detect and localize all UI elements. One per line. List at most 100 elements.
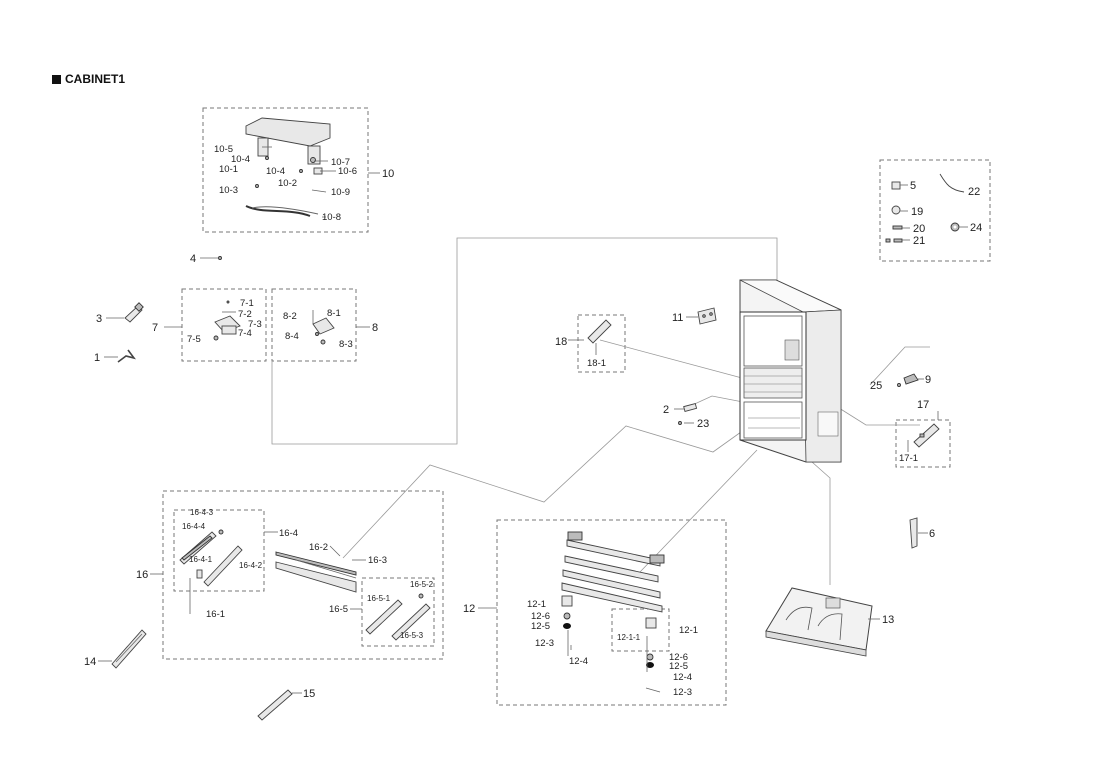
part-group-7-hinge [213, 300, 241, 341]
callout-7: 7 [152, 322, 158, 334]
guide-line-9 [869, 346, 930, 386]
part-14-rail [98, 629, 147, 669]
callout-16-4-4: 16-4-4 [182, 522, 206, 531]
callout-16: 16 [136, 569, 148, 581]
callout-12-1b: 12-1 [679, 625, 698, 636]
part-4-screw [200, 256, 222, 260]
callout-3: 3 [96, 313, 102, 325]
callout-10-9: 10-9 [331, 187, 350, 198]
part-group-12-drawer-rails [561, 531, 665, 693]
guide-line-hinges [271, 237, 778, 445]
part-11-bracket [686, 307, 717, 325]
callout-7-1: 7-1 [240, 298, 254, 309]
callout-8: 8 [372, 322, 378, 334]
group-box-7 [181, 288, 267, 362]
callout-labels: 10 10-5 10-4 10-1 10-4 10-2 10-3 10-7 10… [84, 144, 982, 700]
callout-16-1: 16-1 [206, 609, 225, 620]
callout-16-4-2: 16-4-2 [239, 561, 263, 570]
callout-10-1: 10-1 [219, 164, 238, 175]
callout-15: 15 [303, 688, 315, 700]
callout-16-2: 16-2 [309, 542, 328, 553]
part-13-base [765, 587, 880, 657]
callout-9: 9 [925, 374, 931, 386]
part-25-screw [897, 383, 901, 387]
callout-16-4-3: 16-4-3 [190, 508, 214, 517]
callout-10-8: 10-8 [322, 212, 341, 223]
callout-7-4: 7-4 [238, 328, 252, 339]
guide-line-17 [838, 407, 920, 426]
callout-7-5: 7-5 [187, 334, 201, 345]
callout-1: 1 [94, 352, 100, 364]
callout-6: 6 [929, 528, 935, 540]
callout-16-5-2: 16-5-2 [410, 580, 434, 589]
callout-16-4-1: 16-4-1 [189, 555, 213, 564]
section-title-text: CABINET1 [65, 72, 126, 86]
guide-line-18 [599, 339, 743, 379]
callout-8-4: 8-4 [285, 331, 299, 342]
callout-7-3: 7-3 [248, 319, 262, 330]
leader-lines [150, 146, 939, 610]
group-box-17 [895, 419, 951, 468]
callout-4: 4 [190, 253, 196, 265]
callout-25: 25 [870, 380, 882, 392]
callout-2: 2 [663, 404, 669, 416]
callout-12-1: 12-1 [527, 599, 546, 610]
part-2-sensor [674, 402, 698, 413]
callout-12-1-1: 12-1-1 [617, 633, 641, 642]
group-box-10 [202, 107, 369, 233]
callout-10-6: 10-6 [338, 166, 357, 177]
callout-8-2: 8-2 [283, 311, 297, 322]
callout-12-5: 12-5 [531, 621, 550, 632]
part-15-rail [257, 689, 302, 721]
part-1-bracket [104, 349, 136, 363]
callout-14: 14 [84, 656, 96, 668]
guide-line-12 [639, 449, 758, 573]
callout-20: 20 [913, 223, 925, 235]
callout-21: 21 [913, 235, 925, 247]
callout-12-4: 12-4 [569, 656, 588, 667]
callout-7-2: 7-2 [238, 309, 252, 320]
section-title: CABINET1 [52, 72, 125, 86]
part-6-strip [909, 517, 928, 549]
callout-19: 19 [911, 206, 923, 218]
callout-18-1: 18-1 [587, 358, 606, 369]
callout-22: 22 [968, 186, 980, 198]
callout-16-5: 16-5 [329, 604, 348, 615]
callout-16-5-3: 16-5-3 [400, 631, 424, 640]
callout-24: 24 [970, 222, 982, 234]
callout-10: 10 [382, 168, 394, 180]
callout-12-3b: 12-3 [673, 687, 692, 698]
part-17-cover [907, 423, 940, 452]
part-3-hinge-pin [106, 302, 144, 323]
part-group-16-rails [179, 529, 431, 641]
callout-12: 12 [463, 603, 475, 615]
callout-12-5b: 12-5 [669, 661, 688, 672]
callout-17: 17 [917, 399, 929, 411]
callout-17-1: 17-1 [899, 453, 918, 464]
callout-12-3: 12-3 [535, 638, 554, 649]
callout-23: 23 [697, 418, 709, 430]
callout-13: 13 [882, 614, 894, 626]
part-9-valve [903, 373, 924, 385]
group-box-18 [577, 314, 626, 373]
callout-10-5: 10-5 [214, 144, 233, 155]
callout-10-4b: 10-4 [266, 166, 285, 177]
refrigerator-cabinet [739, 279, 842, 463]
callout-11: 11 [672, 312, 683, 324]
callout-10-3: 10-3 [219, 185, 238, 196]
group-box-8 [271, 288, 357, 362]
group-box-12-1-1 [611, 608, 670, 652]
callout-10-4: 10-4 [231, 154, 250, 165]
group-box-screws [879, 159, 991, 262]
part-23-screw [678, 421, 694, 425]
callout-10-2: 10-2 [278, 178, 297, 189]
callout-12-6b: 12-6 [669, 652, 688, 663]
part-group-10-hinge [245, 117, 331, 217]
callout-8-3: 8-3 [339, 339, 353, 350]
callout-16-4: 16-4 [279, 528, 298, 539]
group-box-16-4 [173, 509, 265, 592]
part-18-cover [568, 319, 612, 355]
group-box-16 [162, 490, 444, 660]
callout-12-4b: 12-4 [673, 672, 692, 683]
